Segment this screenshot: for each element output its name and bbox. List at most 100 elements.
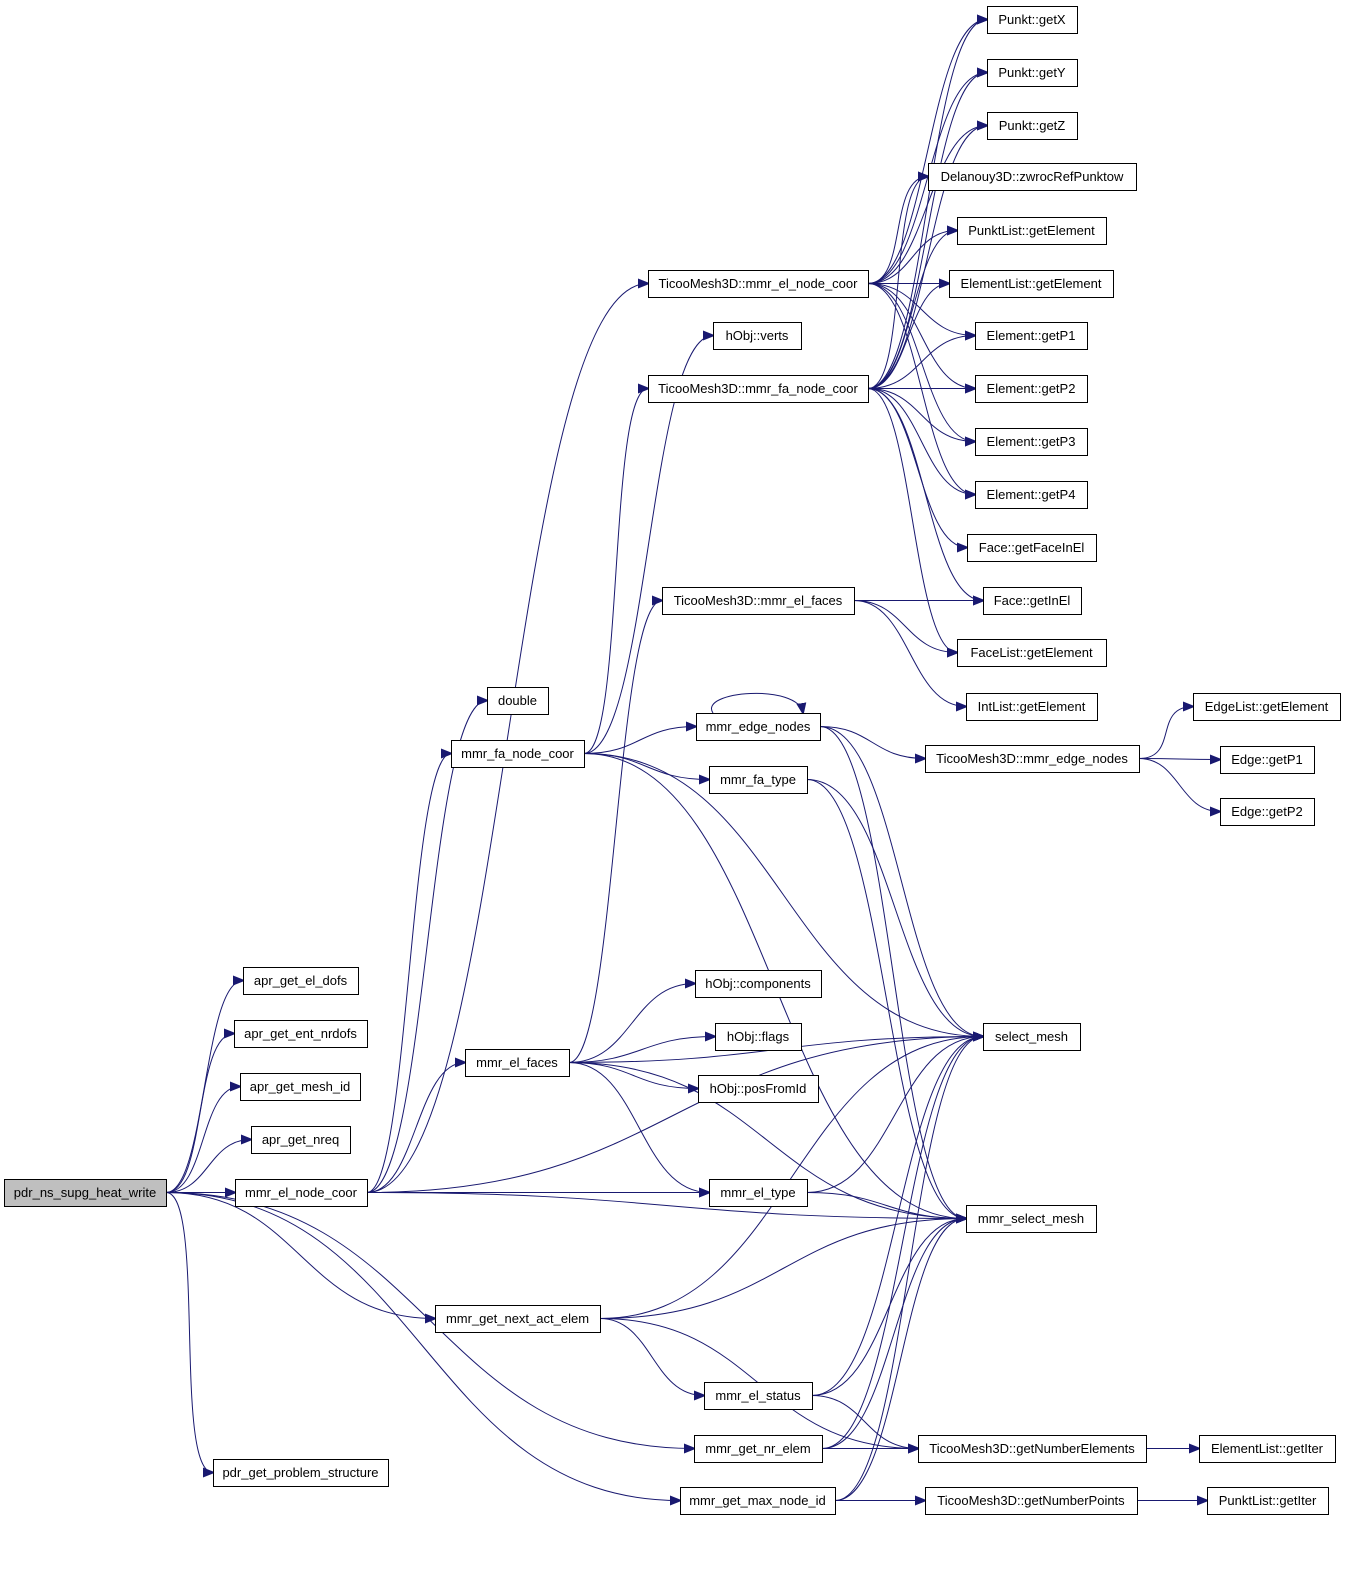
node-box (983, 587, 1082, 615)
edge-tm-fa-node-coor-to-punktlist-getelement (867, 231, 957, 389)
node-mmr-el-node-coor: mmr_el_node_coor (235, 1179, 368, 1207)
node-box (925, 1487, 1138, 1515)
node-facelist-getelement: FaceList::getElement (957, 639, 1107, 667)
node-box (704, 1382, 813, 1410)
node-label: pdr_ns_supg_heat_write (14, 1185, 156, 1200)
node-label: double (498, 693, 537, 708)
node-label: ElementList::getIter (1211, 1441, 1324, 1456)
node-double: double (487, 687, 549, 715)
edge-tm-edge-nodes-to-edge-getp1 (1138, 759, 1220, 760)
node-box (698, 1075, 819, 1103)
node-label: PunktList::getIter (1219, 1493, 1317, 1508)
node-ticoomesh3d-getnumberpoints: TicooMesh3D::getNumberPoints (925, 1487, 1138, 1515)
node-delanouy3d-zwrocrefpunktow: Delanouy3D::zwrocRefPunktow (928, 163, 1137, 191)
node-label: apr_get_ent_nrdofs (244, 1026, 357, 1041)
node-label: Element::getP3 (987, 434, 1076, 449)
edge-mmr-get-next-act-elem-to-mmr-select-mesh (599, 1219, 966, 1319)
node-box (987, 6, 1078, 34)
node-box (695, 970, 822, 998)
node-label: mmr_el_faces (476, 1055, 558, 1070)
node-mmr-get-next-act-elem: mmr_get_next_act_elem (435, 1305, 601, 1333)
node-label: mmr_fa_type (720, 772, 796, 787)
node-box (451, 740, 585, 768)
node-punkt-getx: Punkt::getX (987, 6, 1078, 34)
node-label: hObj::flags (727, 1029, 790, 1044)
edge-tm-fa-node-coor-to-elementlist-getelement (867, 284, 949, 389)
edge-mmr-el-status-to-select-mesh (811, 1037, 983, 1396)
node-label: apr_get_mesh_id (250, 1079, 350, 1094)
node-label: Punkt::getX (998, 12, 1066, 27)
node-label: mmr_el_type (720, 1185, 795, 1200)
node-box (957, 639, 1107, 667)
node-box (680, 1487, 836, 1515)
node-label: TicooMesh3D::mmr_el_faces (674, 593, 843, 608)
node-box (1220, 798, 1315, 826)
edge-mmr-edge-nodes-to-mmr-select-mesh (819, 726, 966, 1219)
node-label: Edge::getP1 (1231, 752, 1303, 767)
edge-mmr-get-next-act-elem-to-mmr-el-status (599, 1318, 704, 1396)
node-apr-get-mesh-id: apr_get_mesh_id (240, 1073, 361, 1101)
edge-root-to-apr-get-el-dofs (165, 981, 243, 1193)
node-intlist-getelement: IntList::getElement (966, 693, 1098, 721)
node-mmr-fa-type: mmr_fa_type (709, 766, 808, 794)
edge-tm-fa-node-coor-to-punkt-getz (867, 126, 987, 389)
node-box (243, 967, 359, 995)
node-label: Punkt::getY (998, 65, 1066, 80)
node-box (966, 1205, 1097, 1233)
node-punktlist-getiter: PunktList::getIter (1207, 1487, 1329, 1515)
call-edges (165, 20, 1220, 1501)
node-label: select_mesh (995, 1029, 1068, 1044)
node-label: apr_get_el_dofs (254, 973, 348, 988)
edge-mmr-el-faces-to-mmr-select-mesh (568, 1062, 966, 1219)
node-label: Element::getP1 (987, 328, 1076, 343)
edge-tm-el-faces-to-intlist-getelement (853, 600, 966, 707)
edge-root-to-apr-get-nreq (165, 1140, 251, 1193)
edge-mmr-el-node-coor-to-tm-el-node-coor (366, 284, 648, 1193)
node-label: TicooMesh3D::mmr_edge_nodes (936, 751, 1128, 766)
node-label: Element::getP4 (987, 487, 1076, 502)
edge-mmr-get-nr-elem-to-select-mesh (821, 1037, 983, 1449)
node-label: ElementList::getElement (961, 276, 1102, 291)
edge-root-to-mmr-get-next-act-elem (165, 1192, 435, 1319)
node-label: pdr_get_problem_structure (222, 1465, 378, 1480)
edge-tm-fa-node-coor-to-delanouy (867, 177, 928, 389)
edge-root-to-pdr-get-problem-structure (165, 1192, 213, 1473)
node-label: mmr_el_node_coor (245, 1185, 358, 1200)
edge-mmr-get-next-act-elem-to-select-mesh (599, 1037, 983, 1319)
node-label: TicooMesh3D::getNumberPoints (937, 1493, 1125, 1508)
node-box (694, 1435, 823, 1463)
node-box (1207, 1487, 1329, 1515)
node-label: mmr_get_nr_elem (705, 1441, 811, 1456)
node-apr-get-ent-nrdofs: apr_get_ent_nrdofs (234, 1020, 368, 1048)
node-edge-getp2: Edge::getP2 (1220, 798, 1315, 826)
edge-mmr-get-max-node-id-to-select-mesh (834, 1037, 983, 1501)
node-box (975, 428, 1088, 456)
node-apr-get-nreq: apr_get_nreq (251, 1126, 351, 1154)
node-box (662, 587, 855, 615)
node-label: TicooMesh3D::mmr_el_node_coor (659, 276, 859, 291)
node-pdr-get-problem-structure: pdr_get_problem_structure (213, 1459, 389, 1487)
node-mmr-select-mesh: mmr_select_mesh (966, 1205, 1097, 1233)
node-punkt-getz: Punkt::getZ (987, 112, 1078, 140)
edge-mmr-fa-node-coor-to-select-mesh (583, 753, 983, 1037)
node-box (235, 1179, 368, 1207)
node-box (983, 1023, 1081, 1051)
function-nodes: pdr_ns_supg_heat_write apr_get_el_dofsapr… (4, 6, 1341, 1515)
edge-tm-fa-node-coor-to-punkt-gety (867, 73, 987, 389)
edge-mmr-edge-nodes-to-tm-edge-nodes (819, 726, 925, 759)
edge-mmr-el-type-to-mmr-select-mesh (806, 1192, 966, 1219)
node-face-getfaceinel: Face::getFaceInEl (967, 534, 1097, 562)
edge-tm-el-node-coor-to-element-getp2 (867, 283, 975, 389)
edge-root-to-apr-get-mesh-id (165, 1087, 240, 1193)
edge-tm-edge-nodes-to-edgelist-getelement (1138, 707, 1193, 759)
edge-tm-fa-node-coor-to-face-getfaceinel (867, 388, 967, 548)
node-box (234, 1020, 368, 1048)
node-ticoomesh3d-mmr-edge-nodes: TicooMesh3D::mmr_edge_nodes (925, 745, 1140, 773)
edge-tm-fa-node-coor-to-element-getp4 (867, 388, 975, 495)
node-box (648, 270, 869, 298)
node-label: mmr_select_mesh (978, 1211, 1084, 1226)
node-ticoomesh3d-mmr-el-node-coor: TicooMesh3D::mmr_el_node_coor (648, 270, 869, 298)
node-label: hObj::verts (726, 328, 789, 343)
node-face-getinel: Face::getInEl (983, 587, 1082, 615)
edge-mmr-el-node-coor-to-mmr-fa-node-coor (366, 754, 451, 1193)
